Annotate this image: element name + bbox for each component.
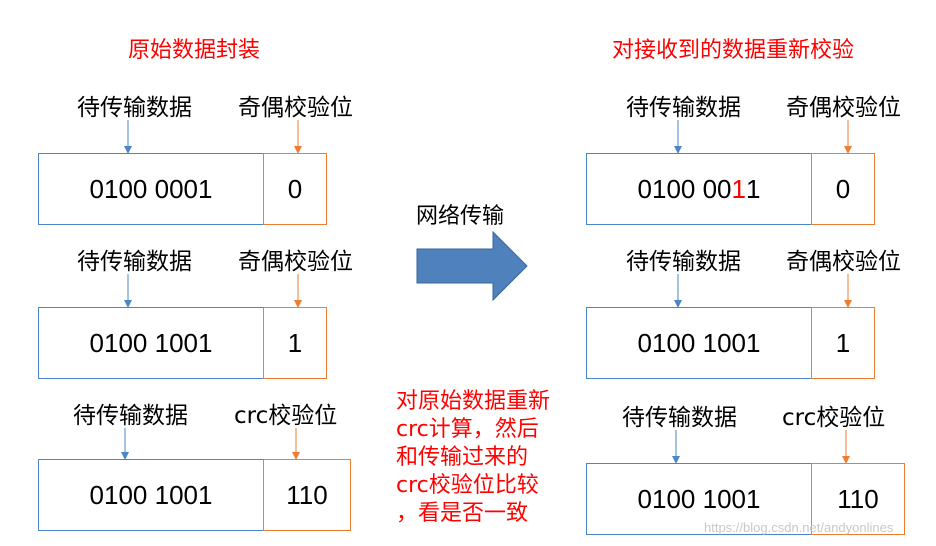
check-box: 110 bbox=[811, 463, 905, 535]
note-line: 和传输过来的 bbox=[396, 445, 529, 470]
check-box: 110 bbox=[263, 459, 351, 531]
data-label: 待传输数据 bbox=[626, 249, 741, 275]
right-title: 对接收到的数据重新校验 bbox=[612, 38, 855, 63]
check-label: 奇偶校验位 bbox=[786, 95, 901, 121]
data-box: 0100 0001 bbox=[38, 153, 264, 225]
check-box: 0 bbox=[263, 153, 327, 225]
data-label: 待传输数据 bbox=[622, 405, 737, 431]
data-label: 待传输数据 bbox=[77, 249, 192, 275]
check-label: 奇偶校验位 bbox=[786, 249, 901, 275]
note-line: 对原始数据重新 bbox=[396, 389, 551, 414]
data-value: 1 bbox=[745, 173, 761, 204]
data-box: 0100 1001 bbox=[586, 463, 812, 535]
note-line: crc校验位比较 bbox=[396, 473, 539, 498]
data-label: 待传输数据 bbox=[77, 95, 192, 121]
check-box: 1 bbox=[263, 307, 327, 379]
check-label: crc校验位 bbox=[782, 405, 886, 431]
left-title: 原始数据封装 bbox=[128, 38, 261, 63]
note-line: crc计算，然后 bbox=[396, 417, 539, 442]
check-label: crc校验位 bbox=[234, 403, 338, 429]
data-box: 0100 1001 bbox=[38, 459, 264, 531]
check-box: 1 bbox=[811, 307, 875, 379]
data-box: 0100 1001 bbox=[38, 307, 264, 379]
check-box: 0 bbox=[811, 153, 875, 225]
right-arrow-icon bbox=[416, 230, 528, 302]
data-box: 0100 1001 bbox=[586, 307, 812, 379]
check-label: 奇偶校验位 bbox=[238, 249, 353, 275]
data-value: 0100 00 bbox=[637, 173, 732, 204]
watermark: https://blog.csdn.net/andyonlines bbox=[704, 520, 894, 535]
data-label: 待传输数据 bbox=[626, 95, 741, 121]
data-label: 待传输数据 bbox=[73, 403, 188, 429]
note-line: ，看是否一致 bbox=[396, 501, 529, 526]
crc-note: 对原始数据重新 crc计算，然后 和传输过来的 crc校验位比较 ，看是否一致 bbox=[396, 388, 550, 528]
arrow-label: 网络传输 bbox=[416, 204, 505, 229]
check-label: 奇偶校验位 bbox=[238, 95, 353, 121]
flipped-bit: 1 bbox=[731, 173, 746, 204]
